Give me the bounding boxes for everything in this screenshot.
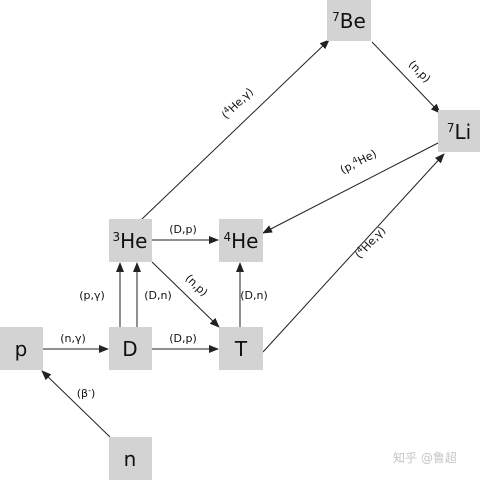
edge-t-to-li7 <box>262 153 445 353</box>
svg-text:(β-): (β-) <box>77 386 96 401</box>
svg-text:(4He,γ): (4He,γ) <box>218 84 256 121</box>
node-he3: 3He <box>109 219 152 262</box>
watermark: 知乎 @鲁超 <box>393 451 457 465</box>
label-li7-to-he4: (p,4He) <box>337 146 379 177</box>
svg-text:(D,n): (D,n) <box>144 289 172 302</box>
edge-li7-to-he4 <box>262 142 439 234</box>
node-p: p <box>0 327 43 370</box>
svg-text:(n,γ): (n,γ) <box>60 332 86 345</box>
svg-text:(4He,γ): (4He,γ) <box>351 223 388 261</box>
svg-text:D: D <box>122 337 137 361</box>
svg-text:(p,γ): (p,γ) <box>79 289 105 302</box>
label-t-to-li7: (4He,γ) <box>351 223 388 261</box>
label-t-to-he4: (D,n) <box>240 289 268 302</box>
node-d: D <box>109 327 152 370</box>
label-d-to-he3-pg: (p,γ) <box>79 289 105 302</box>
node-li7: 7Li <box>438 110 480 152</box>
svg-text:7Be: 7Be <box>332 9 366 33</box>
svg-text:(D,p): (D,p) <box>169 332 197 345</box>
edge-be7-to-li7 <box>371 41 441 114</box>
node-n: n <box>109 437 152 480</box>
label-he3-to-he4: (D,p) <box>169 223 197 236</box>
node-he4: 4He <box>219 219 263 262</box>
svg-text:(D,n): (D,n) <box>240 289 268 302</box>
label-he3-to-be7: (4He,γ) <box>218 84 256 121</box>
svg-text:T: T <box>234 337 248 361</box>
svg-text:p: p <box>15 337 28 361</box>
edge-he3-to-be7 <box>141 39 330 220</box>
label-n-to-p: (β-) <box>77 386 96 401</box>
label-d-to-t: (D,p) <box>169 332 197 345</box>
svg-text:7Li: 7Li <box>447 120 471 144</box>
svg-text:(D,p): (D,p) <box>169 223 197 236</box>
edge-he3-to-t <box>151 261 220 328</box>
node-be7: 7Be <box>327 0 371 41</box>
node-t: T <box>219 327 263 370</box>
svg-text:n: n <box>124 447 137 471</box>
label-p-to-d: (n,γ) <box>60 332 86 345</box>
edge-n-to-p <box>41 370 111 438</box>
label-d-to-he3-dn: (D,n) <box>144 289 172 302</box>
svg-text:(p,4He): (p,4He) <box>337 146 379 177</box>
svg-text:4He: 4He <box>224 229 259 253</box>
svg-text:3He: 3He <box>113 229 148 253</box>
